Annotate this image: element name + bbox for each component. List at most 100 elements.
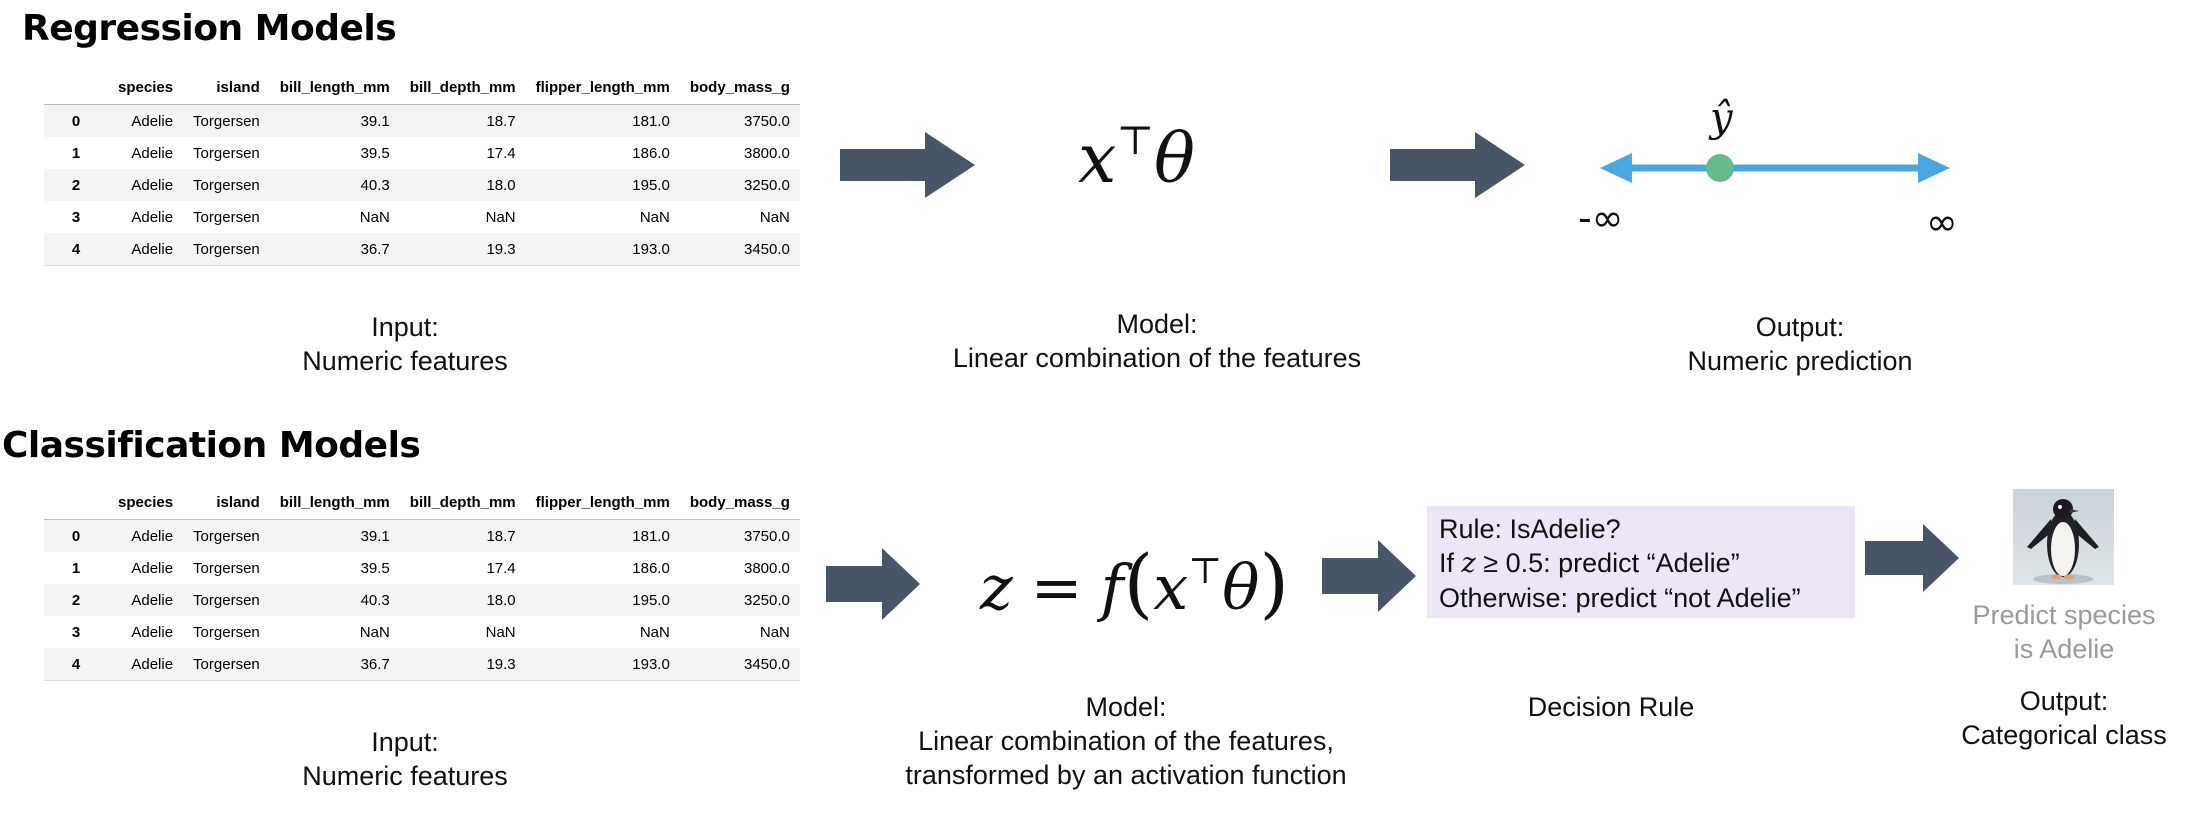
table-cell: 39.1 [360, 527, 390, 545]
table-cell: Torgersen [193, 559, 260, 577]
table-cell: 18.7 [486, 112, 516, 130]
table-cell: Torgersen [193, 591, 260, 609]
index-header [44, 70, 108, 105]
classification-output-caption: Output: Categorical class [1961, 686, 2167, 750]
number-line-left-arrowhead [1600, 153, 1632, 183]
row-index: 4 [44, 233, 108, 266]
regression-input-caption: Input: Numeric features [302, 312, 508, 376]
table-cell: 40.3 [360, 176, 390, 194]
column-header: island [183, 485, 270, 520]
rule-line-2: If z ≥ 0.5: predict “Adelie” [1439, 548, 1740, 579]
row-index: 3 [71, 623, 81, 641]
table-cell: 19.3 [399, 648, 526, 681]
table-cell: 186.0 [632, 559, 670, 577]
regression-output-caption: Output: Numeric prediction [1687, 312, 1913, 376]
table-cell: 17.4 [486, 144, 516, 162]
table-cell: 18.0 [486, 591, 516, 609]
table-cell: Torgersen [193, 208, 260, 226]
row-index: 3 [71, 208, 81, 226]
row-index: 4 [44, 648, 108, 681]
penguin-icon [2013, 489, 2114, 585]
table-cell: 40.3 [360, 591, 390, 609]
regression-title: Regression Models [22, 8, 397, 49]
number-line [1600, 153, 1950, 183]
yhat-point [1706, 154, 1734, 182]
row-index: 1 [71, 144, 81, 162]
column-header: bill_length_mm [269, 70, 400, 105]
table-cell: 19.3 [399, 233, 526, 266]
block-arrow-icon [826, 548, 920, 620]
number-line-right-arrowhead [1918, 153, 1950, 183]
table-cell: 17.4 [486, 559, 516, 577]
table-cell: Adelie [131, 559, 174, 577]
table-cell: Adelie [131, 176, 174, 194]
classification-input-caption: Input: Numeric features [302, 727, 508, 791]
column-header: flipper_length_mm [525, 485, 680, 520]
row-index: 0 [71, 527, 81, 545]
table-cell: 3750.0 [743, 112, 790, 130]
index-header [44, 485, 108, 520]
table-cell: Adelie [131, 623, 174, 641]
row-index: 1 [71, 559, 81, 577]
yhat-label: ŷ [1710, 95, 1733, 141]
table-cell: Torgersen [193, 527, 260, 545]
table-cell: Torgersen [193, 176, 260, 194]
column-header: bill_depth_mm [399, 485, 526, 520]
table-cell: Adelie [131, 144, 174, 162]
column-header: flipper_length_mm [525, 70, 680, 105]
block-arrow-icon [1390, 132, 1525, 198]
prediction-text: Predict species is Adelie [1972, 600, 2156, 664]
table-cell: 36.7 [269, 233, 400, 266]
table-row: 1 Adelie Torgersen 39.5 17.4 186.0 3800.0 [44, 552, 800, 584]
decision-rule-caption: Decision Rule [1527, 692, 1695, 722]
table-cell: Adelie [108, 648, 184, 681]
rule-line-1: Rule: IsAdelie? [1439, 514, 1621, 544]
column-header: bill_depth_mm [399, 70, 526, 105]
rule-line-3: Otherwise: predict “not Adelie” [1439, 583, 1801, 613]
table-cell: Adelie [131, 112, 174, 130]
table-cell: 3750.0 [743, 527, 790, 545]
table-cell: NaN [485, 623, 516, 641]
table-cell: Torgersen [183, 648, 270, 681]
table-cell: 181.0 [632, 112, 670, 130]
block-arrow-icon [840, 132, 975, 198]
table-cell: 3800.0 [743, 559, 790, 577]
table-cell: 3250.0 [743, 176, 790, 194]
table-cell: NaN [759, 623, 790, 641]
table-cell: 18.7 [486, 527, 516, 545]
table-cell: 181.0 [632, 527, 670, 545]
column-header: body_mass_g [679, 485, 800, 520]
table-cell: Torgersen [193, 144, 260, 162]
table-cell: 3800.0 [743, 144, 790, 162]
regression-model-caption: Model: Linear combination of the feature… [952, 309, 1362, 373]
table-cell: NaN [759, 208, 790, 226]
classification-model-formula: z=f(x⊤θ) [980, 538, 1290, 627]
classification-model-caption: Model: Linear combination of the feature… [905, 692, 1347, 790]
decision-rule-box: Rule: IsAdelie? If z ≥ 0.5: predict “Ade… [1427, 506, 1855, 618]
table-cell: Adelie [131, 591, 174, 609]
table-cell: 3250.0 [743, 591, 790, 609]
table-cell: 195.0 [632, 176, 670, 194]
table-cell: 39.1 [360, 112, 390, 130]
table-cell: Adelie [131, 208, 174, 226]
column-header: body_mass_g [679, 70, 800, 105]
block-arrow-icon [1322, 540, 1416, 612]
table-cell: 193.0 [525, 233, 680, 266]
table-cell: 39.5 [360, 559, 390, 577]
table-cell: 39.5 [360, 144, 390, 162]
column-header: species [108, 485, 184, 520]
column-header: island [183, 70, 270, 105]
table-cell: 36.7 [269, 648, 400, 681]
table-cell: NaN [359, 623, 390, 641]
